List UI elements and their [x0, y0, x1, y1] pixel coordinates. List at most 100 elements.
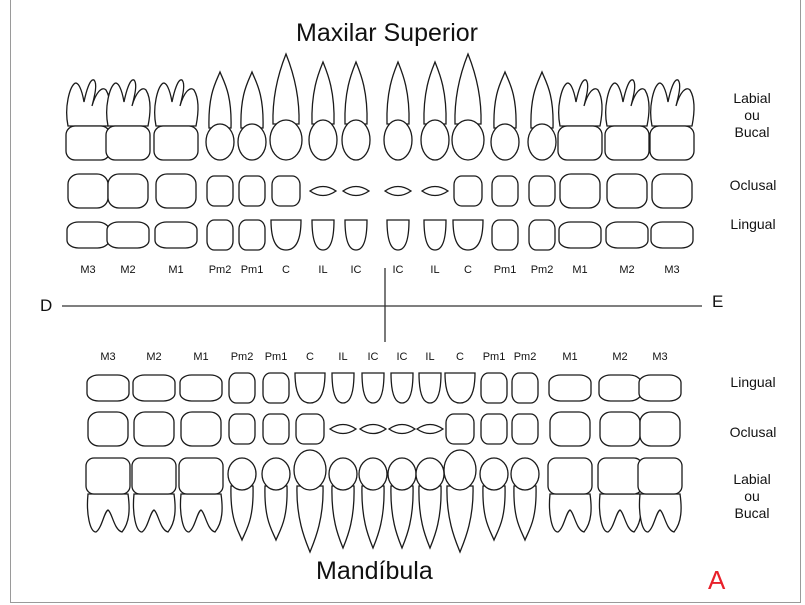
lower-labial-tooth-il — [416, 458, 444, 548]
lower-occlusal-tooth-ic — [389, 425, 415, 434]
upper-lingual-tooth-m1 — [155, 222, 197, 248]
upper-labial-tooth-pm1 — [238, 72, 266, 160]
upper-tooth-label: IL — [318, 264, 327, 276]
upper-occlusal-tooth-m3 — [652, 174, 692, 208]
lower-tooth-label: Pm1 — [483, 351, 506, 363]
lower-tooth-label: Pm2 — [231, 351, 254, 363]
lower-lingual-tooth-m1 — [180, 375, 222, 401]
upper-tooth-label: IC — [351, 264, 362, 276]
lower-labial-tooth-m2 — [132, 458, 176, 532]
lower-labial-tooth-m3 — [638, 458, 682, 532]
upper-occlusal-tooth-il — [422, 187, 448, 196]
upper-tooth-label: Pm1 — [241, 264, 264, 276]
lower-labial-tooth-il — [329, 458, 357, 548]
lower-labial-tooth-m1 — [548, 458, 592, 532]
upper-lingual-tooth-pm1 — [492, 220, 518, 250]
lower-occlusal-tooth-m1 — [181, 412, 221, 446]
lower-tooth-label: C — [306, 351, 314, 363]
lower-tooth-labels: M3M2M1Pm2Pm1CILICICILCPm1Pm2M1M2M3 — [100, 351, 667, 363]
upper-tooth-label: Pm2 — [531, 264, 554, 276]
upper-tooth-label: M1 — [572, 264, 587, 276]
lower-labial-tooth-m1 — [179, 458, 223, 532]
upper-labial-tooth-m1 — [558, 80, 602, 160]
upper-lingual-tooth-m1 — [559, 222, 601, 248]
upper-labial-tooth-il — [309, 62, 337, 160]
lower-occlusal-tooth-m2 — [134, 412, 174, 446]
lower-occlusal-tooth-pm1 — [263, 414, 289, 444]
upper-lingual-tooth-m3 — [67, 222, 109, 248]
lower-occlusal-tooth-ic — [360, 425, 386, 434]
lower-lingual-tooth-m3 — [639, 375, 681, 401]
upper-labial-tooth-pm2 — [528, 72, 556, 160]
upper-labial-tooth-m1 — [154, 80, 198, 160]
lower-tooth-label: Pm1 — [265, 351, 288, 363]
lower-teeth-group — [86, 373, 682, 552]
upper-lingual-tooth-il — [424, 220, 446, 250]
lower-lingual-tooth-m2 — [133, 375, 175, 401]
lower-labial-tooth-pm2 — [228, 458, 256, 540]
upper-tooth-label: C — [282, 264, 290, 276]
lower-tooth-label: IC — [368, 351, 379, 363]
upper-labial-tooth-ic — [342, 62, 370, 160]
lower-occlusal-tooth-il — [330, 425, 356, 434]
lower-labial-tooth-m2 — [598, 458, 642, 532]
lower-occlusal-tooth-il — [417, 425, 443, 434]
lower-tooth-label: IC — [397, 351, 408, 363]
lower-labial-tooth-ic — [388, 458, 416, 548]
upper-lingual-tooth-il — [312, 220, 334, 250]
upper-occlusal-tooth-ic — [385, 187, 411, 196]
lower-labial-tooth-pm1 — [480, 458, 508, 540]
lower-tooth-label: M3 — [100, 351, 115, 363]
lower-lingual-tooth-m1 — [549, 375, 591, 401]
lower-tooth-label: M2 — [612, 351, 627, 363]
lower-occlusal-tooth-m3 — [640, 412, 680, 446]
upper-occlusal-tooth-il — [310, 187, 336, 196]
upper-occlusal-tooth-m2 — [108, 174, 148, 208]
upper-lingual-tooth-c — [271, 220, 301, 250]
lower-tooth-label: Pm2 — [514, 351, 537, 363]
upper-occlusal-tooth-m1 — [156, 174, 196, 208]
lower-labial-tooth-pm2 — [511, 458, 539, 540]
lower-occlusal-tooth-m3 — [88, 412, 128, 446]
upper-labial-tooth-c — [270, 54, 302, 160]
upper-tooth-label: M1 — [168, 264, 183, 276]
lower-labial-tooth-pm1 — [262, 458, 290, 540]
lower-labial-tooth-m3 — [86, 458, 130, 532]
lower-lingual-tooth-m2 — [599, 375, 641, 401]
upper-occlusal-tooth-m3 — [68, 174, 108, 208]
upper-lingual-tooth-m2 — [606, 222, 648, 248]
lower-tooth-label: IL — [338, 351, 347, 363]
upper-lingual-tooth-ic — [387, 220, 409, 250]
lower-tooth-label: M1 — [193, 351, 208, 363]
upper-occlusal-tooth-ic — [343, 187, 369, 196]
lower-occlusal-tooth-pm2 — [229, 414, 255, 444]
lower-lingual-tooth-il — [419, 373, 441, 403]
lower-lingual-tooth-pm2 — [229, 373, 255, 403]
upper-tooth-label: M3 — [664, 264, 679, 276]
lower-tooth-label: M3 — [652, 351, 667, 363]
upper-lingual-tooth-m2 — [107, 222, 149, 248]
upper-labial-tooth-pm1 — [491, 72, 519, 160]
lower-lingual-tooth-il — [332, 373, 354, 403]
upper-tooth-label: C — [464, 264, 472, 276]
upper-tooth-label: Pm2 — [209, 264, 232, 276]
upper-labial-tooth-m2 — [605, 80, 649, 160]
upper-labial-tooth-ic — [384, 62, 412, 160]
lower-occlusal-tooth-c — [446, 414, 474, 444]
upper-lingual-tooth-pm1 — [239, 220, 265, 250]
upper-lingual-tooth-pm2 — [529, 220, 555, 250]
upper-occlusal-tooth-m2 — [607, 174, 647, 208]
lower-lingual-tooth-c — [445, 373, 475, 403]
lower-lingual-tooth-ic — [362, 373, 384, 403]
lower-lingual-tooth-pm1 — [481, 373, 507, 403]
upper-tooth-label: IC — [393, 264, 404, 276]
upper-occlusal-tooth-pm1 — [239, 176, 265, 206]
upper-lingual-tooth-pm2 — [207, 220, 233, 250]
upper-lingual-tooth-c — [453, 220, 483, 250]
lower-tooth-label: M2 — [146, 351, 161, 363]
lower-tooth-label: IL — [425, 351, 434, 363]
upper-tooth-label: M2 — [619, 264, 634, 276]
lower-lingual-tooth-pm1 — [263, 373, 289, 403]
upper-occlusal-tooth-c — [272, 176, 300, 206]
